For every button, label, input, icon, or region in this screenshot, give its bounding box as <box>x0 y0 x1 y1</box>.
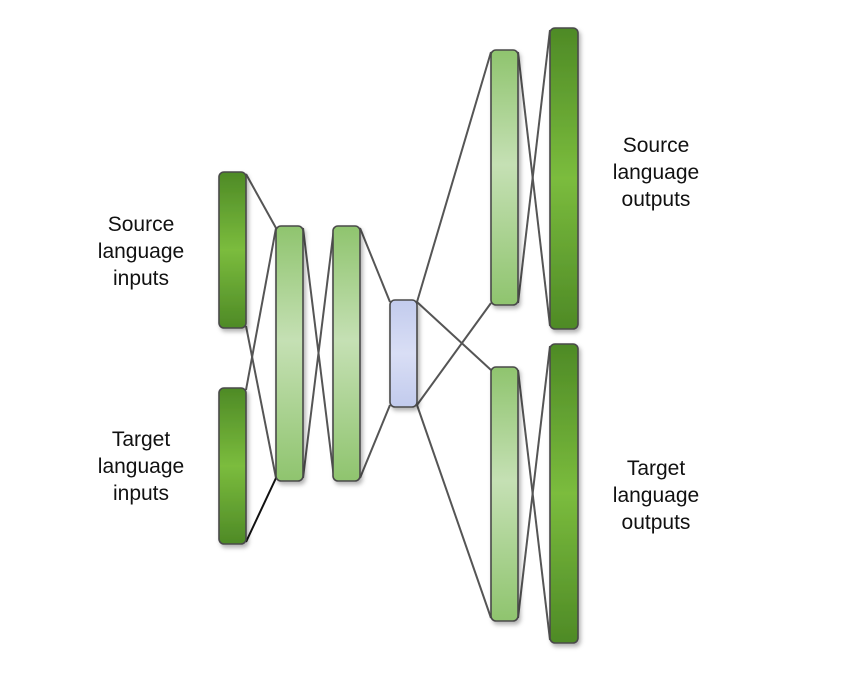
connection-line <box>359 404 391 479</box>
label-line: outputs <box>621 188 691 211</box>
label-line: outputs <box>621 511 691 534</box>
connection-line <box>416 404 492 619</box>
label-line: Target <box>626 457 686 480</box>
label-line: inputs <box>112 482 170 505</box>
label-line: language <box>97 240 185 263</box>
connection-line <box>517 29 551 304</box>
connection-line <box>359 227 391 303</box>
bottleneck-layer <box>389 299 418 408</box>
connection-line <box>416 301 492 371</box>
target-decoder-hidden-layer <box>490 366 519 622</box>
connection-line <box>517 369 551 641</box>
source-input-layer <box>218 171 247 329</box>
connection-line <box>517 345 551 619</box>
connection-line <box>245 227 277 391</box>
connection-line <box>416 51 492 303</box>
encoder-hidden-layer-2 <box>332 225 361 482</box>
layers <box>218 27 579 644</box>
encoder-hidden-layer-1 <box>275 225 304 482</box>
connection-line <box>245 477 277 543</box>
target-output-layer <box>549 343 579 644</box>
label-line: language <box>612 484 700 507</box>
label-line: inputs <box>112 267 170 290</box>
source-outputs-label: Source language outputs <box>586 132 726 213</box>
label-line: language <box>612 161 700 184</box>
source-output-layer <box>549 27 579 330</box>
connection-line <box>416 302 492 406</box>
target-outputs-label: Target language outputs <box>586 455 726 536</box>
connection-line <box>245 325 277 479</box>
target-input-layer <box>218 387 247 545</box>
label-line: Source <box>107 213 175 236</box>
source-inputs-label: Source language inputs <box>71 211 211 292</box>
source-decoder-hidden-layer <box>490 49 519 306</box>
target-inputs-label: Target language inputs <box>71 426 211 507</box>
connections <box>245 29 551 641</box>
label-line: Source <box>622 134 690 157</box>
label-line: Target <box>111 428 171 451</box>
label-line: language <box>97 455 185 478</box>
connection-line <box>302 227 335 479</box>
connection-line <box>517 51 551 327</box>
connection-line <box>245 173 277 229</box>
